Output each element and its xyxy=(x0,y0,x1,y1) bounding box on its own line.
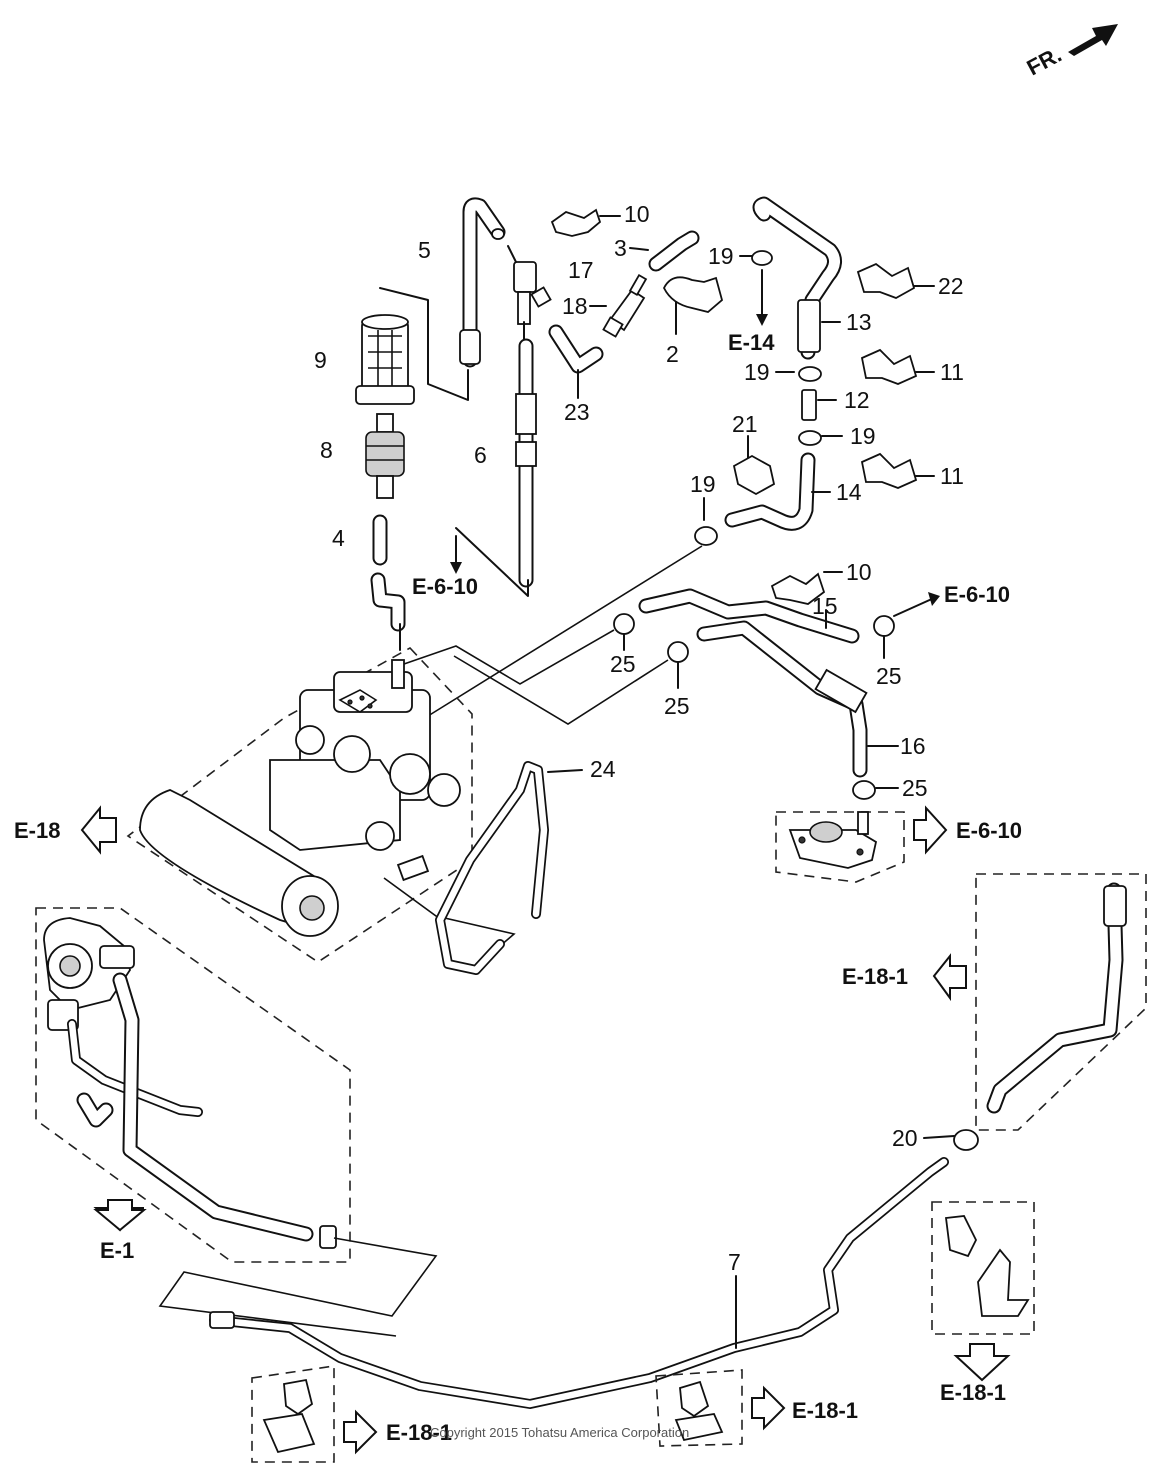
callout-20: 20 xyxy=(892,1125,918,1151)
part-19-clamp-b xyxy=(775,366,822,382)
callout-25d: 25 xyxy=(902,775,928,801)
clip-group-left xyxy=(251,1365,335,1463)
part-4-short-hose xyxy=(370,514,406,632)
ref-e1: E-1 xyxy=(100,1238,134,1263)
part-6-long-hose xyxy=(455,321,537,597)
callout-4: 4 xyxy=(332,525,345,551)
part-11-clip-a xyxy=(860,348,935,385)
callout-10b: 10 xyxy=(846,559,872,585)
part-15-hose xyxy=(638,588,860,644)
part-25-clamp-c xyxy=(873,592,940,659)
callout-25b: 25 xyxy=(664,693,690,719)
carburetor-assembly xyxy=(126,646,516,963)
clip-group-right xyxy=(931,1201,1035,1335)
callout-17: 17 xyxy=(568,257,594,283)
ref-e18-1-bottom-right: E-18-1 xyxy=(940,1380,1006,1405)
callout-13: 13 xyxy=(846,309,872,335)
callout-19a: 19 xyxy=(708,243,734,269)
reference-arrow-e6-10-lower xyxy=(913,805,948,855)
reference-labels: E-14 E-6-10 E-6-10 E-6-10 E-18 E-18-1 E-… xyxy=(14,330,1022,1445)
ref-e18-1-right: E-18-1 xyxy=(842,964,908,989)
callout-2: 2 xyxy=(666,341,679,367)
part-24-loop-hose xyxy=(435,761,583,975)
part-11-clip-b xyxy=(860,452,935,489)
callout-6: 6 xyxy=(474,442,487,468)
ref-e14: E-14 xyxy=(728,330,775,355)
arrowhead-e6-10-left xyxy=(450,562,462,574)
part-25-clamp-b xyxy=(667,641,689,689)
part-25-clamp-d xyxy=(852,780,899,800)
right-hose-group xyxy=(975,873,1147,1131)
part-7-fuel-pipe xyxy=(158,1157,949,1409)
ref-e6-10-bottom-right: E-6-10 xyxy=(956,818,1022,843)
front-arrow-icon xyxy=(1068,24,1118,56)
ref-e18-1-left: E-18-1 xyxy=(386,1420,452,1445)
part-14-hose xyxy=(724,452,831,531)
callout-19d: 19 xyxy=(690,471,716,497)
reference-arrow-e1 xyxy=(93,1199,147,1232)
callout-25c: 25 xyxy=(876,663,902,689)
part-8-inline-filter xyxy=(365,413,405,499)
part-12-joint xyxy=(801,389,837,421)
reference-arrow-e18-1-middle xyxy=(751,1385,786,1431)
part-10-clip-lower xyxy=(770,571,843,605)
callout-15: 15 xyxy=(812,593,838,619)
part-9-filter-cup xyxy=(355,287,469,405)
part-3-elbow-hose xyxy=(629,230,700,272)
part-19-clamp-c xyxy=(798,430,843,446)
callout-18: 18 xyxy=(562,293,588,319)
reference-arrow-e18-1-bottom-right xyxy=(953,1343,1011,1382)
callout-12: 12 xyxy=(844,387,870,413)
part-21-clip xyxy=(732,435,776,496)
reference-arrow-e18 xyxy=(80,805,117,855)
part-2-clamp xyxy=(662,276,724,335)
ref-e18-1-middle: E-18-1 xyxy=(792,1398,858,1423)
callout-16: 16 xyxy=(900,733,926,759)
callout-8: 8 xyxy=(320,437,333,463)
ref-e18: E-18 xyxy=(14,818,60,843)
callout-22: 22 xyxy=(938,273,964,299)
callout-7: 7 xyxy=(728,1249,741,1275)
callout-5: 5 xyxy=(418,237,431,263)
leader-25b-to-carb xyxy=(453,655,669,725)
callout-11b: 11 xyxy=(940,463,964,489)
part-22-clip xyxy=(856,262,935,299)
part-13-hose xyxy=(752,196,842,360)
front-direction-label: FR. xyxy=(1023,42,1066,81)
callout-19c: 19 xyxy=(850,423,876,449)
callout-19b: 19 xyxy=(744,359,770,385)
part-20-clamp xyxy=(923,1129,979,1151)
callout-21: 21 xyxy=(732,411,758,437)
callout-11a: 11 xyxy=(940,359,964,385)
part-19-clamp-a xyxy=(739,250,773,326)
fuel-pump-left-group xyxy=(35,907,351,1263)
part-23-elbow-hose xyxy=(548,324,604,399)
callout-25a: 25 xyxy=(610,651,636,677)
part-10-clip xyxy=(550,208,621,237)
reference-arrow-e18-1-left xyxy=(343,1409,378,1455)
part-19-clamp-d xyxy=(694,497,718,546)
fuel-pump-mount-group xyxy=(775,811,905,883)
part-18-fitting xyxy=(589,273,648,338)
ref-e6-10-left: E-6-10 xyxy=(412,574,478,599)
callout-23: 23 xyxy=(564,399,590,425)
part-25-clamp-a xyxy=(613,613,635,651)
callout-3: 3 xyxy=(614,235,627,261)
part-17-t-joint xyxy=(507,245,552,325)
reference-arrow-e18-1-right xyxy=(932,953,967,1002)
copyright-notice: Copyright 2015 Tohatsu America Corporati… xyxy=(430,1425,689,1440)
part-5-vent-hose xyxy=(459,197,506,368)
clip-group-middle xyxy=(655,1369,743,1447)
leader-19-to-carb xyxy=(427,545,703,717)
leader-25-to-carb xyxy=(403,629,615,685)
callout-10a: 10 xyxy=(624,201,650,227)
callout-labels: 10 5 3 17 19 22 18 13 2 9 19 11 23 12 21… xyxy=(314,201,964,1275)
ref-e6-10-top-right: E-6-10 xyxy=(944,582,1010,607)
part-16-hose xyxy=(696,620,899,778)
callout-14: 14 xyxy=(836,479,862,505)
front-direction-indicator: FR. xyxy=(1023,24,1118,80)
callout-9: 9 xyxy=(314,347,327,373)
callout-24: 24 xyxy=(590,756,616,782)
